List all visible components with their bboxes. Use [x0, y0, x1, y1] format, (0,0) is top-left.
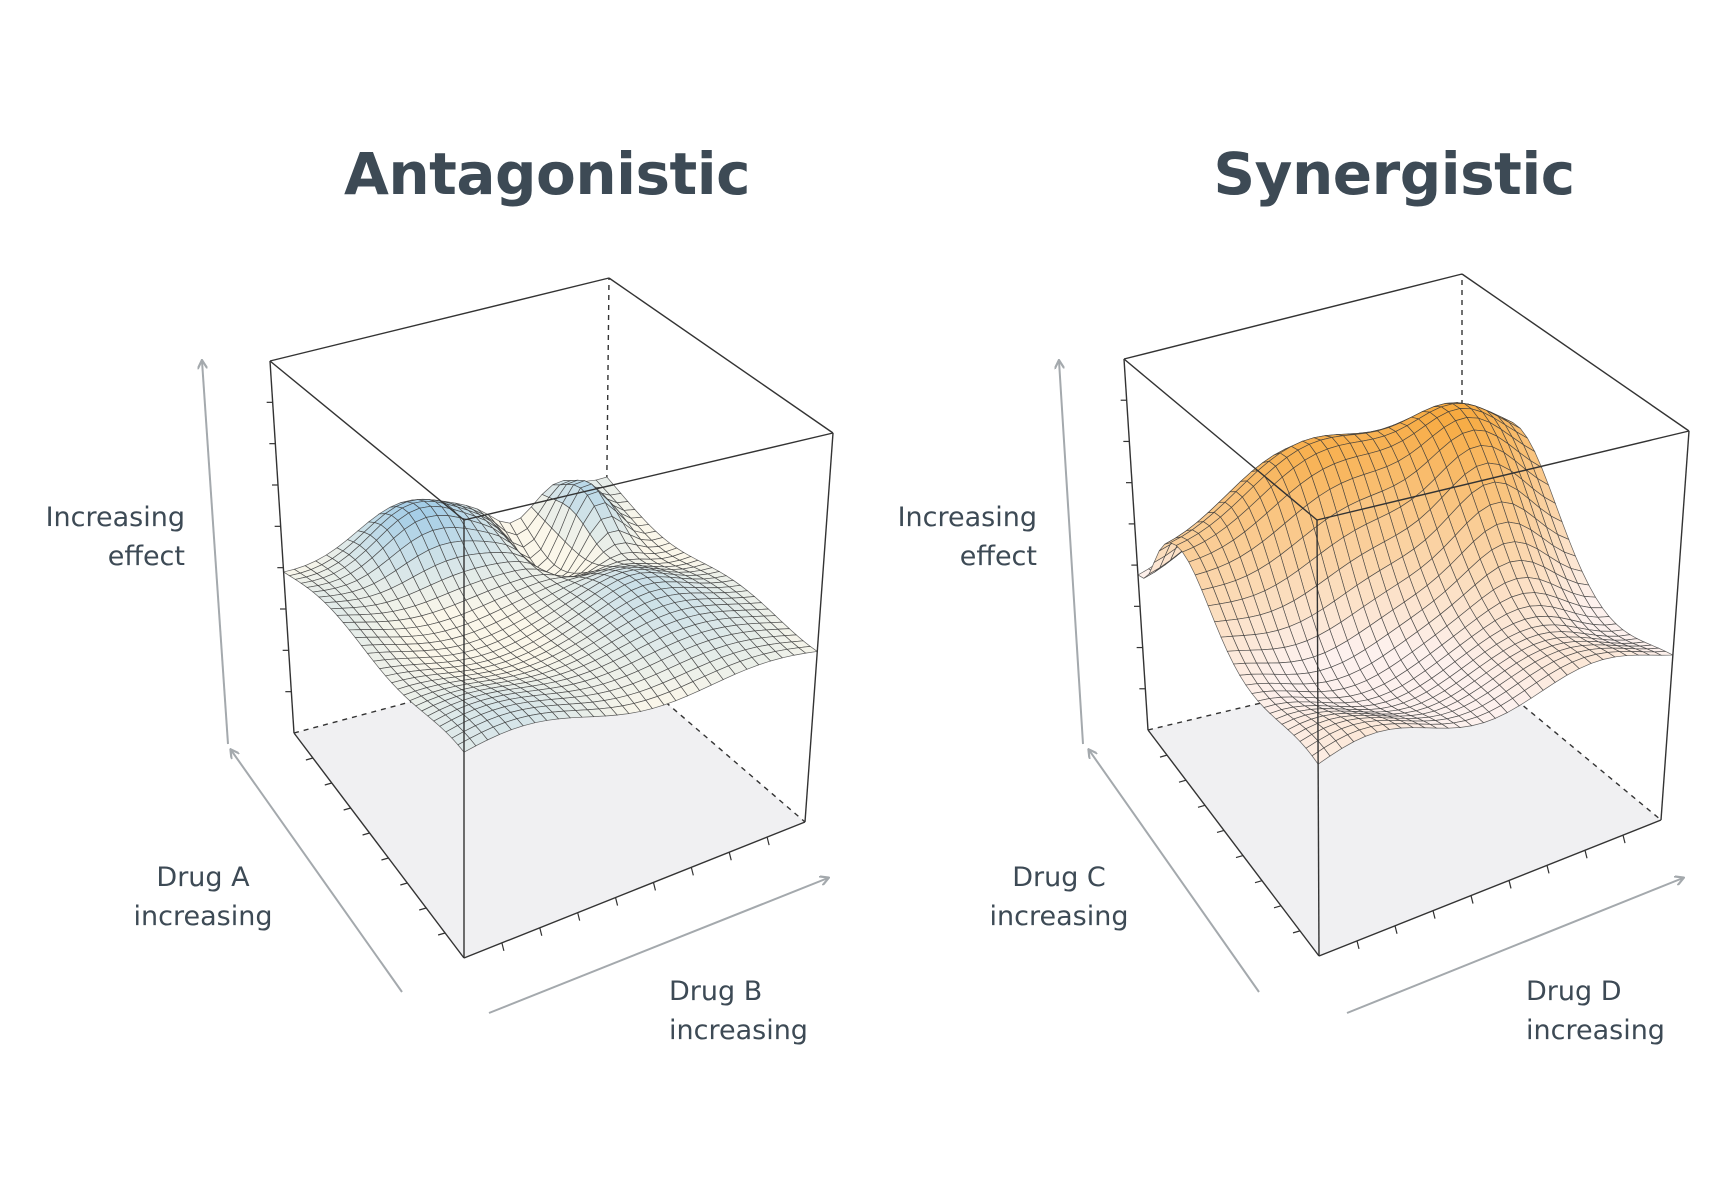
- x-tick: [501, 942, 505, 952]
- x-tick: [690, 867, 694, 876]
- box-edge: [1123, 358, 1318, 521]
- y-label-line2: effect: [959, 541, 1037, 572]
- x-tick: [1356, 940, 1360, 950]
- depth-tick: [1273, 905, 1282, 909]
- box-edge: [463, 821, 806, 959]
- box-edge: [1461, 273, 1690, 432]
- drug-d-label: Drug D increasing: [1526, 972, 1665, 1050]
- y-label-line2: effect: [107, 541, 185, 572]
- drug-a-line2: increasing: [133, 901, 273, 932]
- box-edge: [293, 732, 465, 959]
- depth-tick: [343, 807, 351, 811]
- x-tick: [766, 836, 770, 846]
- depth-tick: [1178, 779, 1187, 783]
- depth-tick: [1235, 854, 1244, 859]
- box-edge: [1123, 273, 1463, 360]
- surface-cell: [1311, 747, 1331, 765]
- drug-b-line1: Drug B: [669, 976, 763, 1007]
- box-edge: [269, 360, 465, 521]
- box-edge: [1147, 729, 1320, 957]
- y-label-line1: Increasing: [45, 502, 185, 533]
- drug-c-line2: increasing: [989, 901, 1129, 932]
- x-tick: [1508, 880, 1512, 889]
- panel-title-antagonistic: Antagonistic: [343, 140, 751, 208]
- box-floor: [294, 650, 805, 958]
- depth-tick: [437, 932, 446, 936]
- drug-d-line1: Drug D: [1526, 976, 1622, 1007]
- box-floor: [1148, 655, 1661, 956]
- drug-b-line2: increasing: [669, 1015, 808, 1046]
- depth-tick: [1197, 804, 1206, 808]
- drug-c-line1: Drug C: [1012, 862, 1106, 893]
- box-edge: [608, 277, 834, 434]
- x-axis-arrow: [1346, 878, 1683, 1014]
- depth-tick: [324, 782, 332, 786]
- depth-axis-arrow: [231, 750, 403, 993]
- x-tick: [1394, 925, 1398, 934]
- surface-cell: [457, 737, 477, 753]
- x-tick: [539, 927, 543, 936]
- panel-title-synergistic: Synergistic: [1213, 140, 1575, 208]
- effect-axis-arrow: [202, 361, 229, 745]
- box-edge: [1318, 819, 1662, 957]
- drug-d-line2: increasing: [1526, 1015, 1665, 1046]
- depth-tick: [400, 882, 408, 886]
- drug-a-label: Drug A increasing: [134, 858, 273, 936]
- depth-tick: [305, 757, 314, 761]
- y-label-line1: Increasing: [897, 502, 1037, 533]
- x-tick: [577, 912, 581, 921]
- plot-panel-1: [1059, 273, 1690, 1014]
- depth-tick: [419, 907, 427, 911]
- depth-axis-arrow: [1089, 750, 1260, 993]
- drug-a-line1: Drug A: [156, 862, 250, 893]
- y-axis-label-left: Increasing effect: [46, 498, 185, 576]
- depth-tick: [1292, 930, 1301, 934]
- box-edge: [1316, 519, 1320, 957]
- response-surface: [1137, 402, 1674, 765]
- box-edge: [804, 432, 834, 823]
- box-edge: [1123, 358, 1149, 731]
- x-tick: [652, 882, 657, 891]
- drug-c-label: Drug C increasing: [990, 858, 1129, 936]
- drug-b-label: Drug B increasing: [669, 972, 808, 1050]
- box-edge: [269, 277, 610, 362]
- x-tick: [1432, 910, 1436, 919]
- depth-tick: [362, 832, 370, 836]
- plot-panel-0: [202, 277, 834, 1014]
- x-tick: [728, 852, 732, 861]
- x-tick: [1622, 834, 1626, 844]
- response-surface: [282, 476, 819, 753]
- box-edge: [1660, 430, 1690, 821]
- depth-tick: [381, 857, 389, 861]
- x-tick: [614, 897, 619, 906]
- depth-tick: [1216, 829, 1225, 834]
- box-edge: [269, 360, 295, 734]
- x-tick: [1584, 850, 1588, 859]
- depth-tick: [1159, 754, 1168, 758]
- y-axis-label-right: Increasing effect: [898, 498, 1037, 576]
- box-edge: [463, 432, 834, 521]
- depth-tick: [1254, 880, 1263, 884]
- effect-axis-arrow: [1059, 361, 1084, 745]
- x-tick: [1470, 895, 1474, 904]
- box-edge: [1316, 430, 1690, 521]
- x-tick: [1546, 865, 1550, 874]
- x-axis-arrow: [488, 878, 828, 1014]
